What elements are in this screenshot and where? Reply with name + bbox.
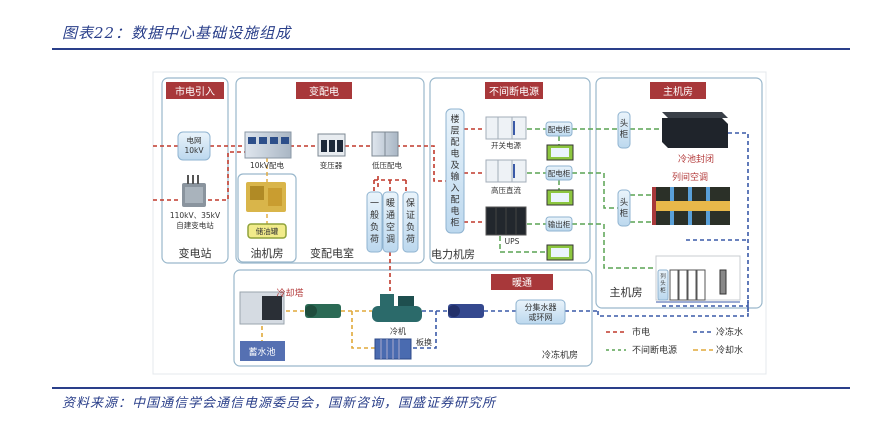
section-hvac (233, 269, 593, 367)
cooling-water-lines (261, 310, 375, 349)
plate-heat-exchanger-icon (374, 338, 412, 360)
legend-item-chilled-water: 冷冻水 (693, 326, 743, 338)
footer-electrical-room: 电力机房 (431, 247, 475, 261)
svg-text:配电柜: 配电柜 (548, 124, 571, 134)
legend-item-mains: 市电 (606, 326, 650, 338)
svg-text:蓄水池: 蓄水池 (248, 346, 275, 358)
header-hvac: 暖通 (491, 274, 553, 290)
svg-text:储油罐: 储油罐 (256, 226, 279, 236)
legend: 市电 冷冻水 不间断电源 冷却水 (606, 326, 743, 356)
chiller-icon (372, 294, 422, 322)
section-ups (429, 77, 591, 264)
battery-icon (546, 189, 574, 206)
ups-icon (485, 206, 527, 236)
switch-power-label: 开关电源 (491, 140, 521, 150)
grid-node: 电网 10kV (177, 131, 211, 161)
chiller-label: 冷机 (390, 326, 406, 336)
svg-text:头柜: 头柜 (620, 197, 629, 219)
svg-text:主机房: 主机房 (663, 85, 693, 98)
footer-substation: 变电站 (179, 246, 212, 260)
dist-cabinet-1-node: 配电柜 (545, 121, 573, 137)
hv-switchgear-icon (244, 131, 292, 159)
switch-power-icon (485, 116, 527, 140)
substation-label-1: 110kV、35kV (170, 211, 221, 220)
footer-generator-room: 油机房 (251, 246, 284, 260)
svg-text:变配电: 变配电 (309, 85, 339, 98)
section-main-room (595, 77, 763, 309)
svg-text:电网: 电网 (187, 135, 202, 145)
figure-source: 资料来源：中国通信学会通信电源委员会，国新咨询，国盛证券研究所 (62, 396, 497, 411)
svg-text:保证负荷: 保证负荷 (406, 197, 415, 245)
svg-text:或环网: 或环网 (529, 312, 553, 322)
svg-text:不间断电源: 不间断电源 (632, 344, 677, 356)
footer-main-room: 主机房 (610, 285, 643, 299)
substation-transformer-icon (182, 175, 206, 207)
legend-item-cooling-water: 冷却水 (693, 344, 743, 356)
figure-title: 图表22：数据中心基础设施组成 (62, 24, 292, 42)
mains-lines (153, 128, 484, 305)
dist-cabinet-2-node: 配电柜 (545, 165, 573, 181)
hvdc-icon (485, 159, 527, 183)
svg-text:10kV: 10kV (184, 146, 204, 155)
inrow-rack-array-icon (652, 187, 730, 225)
load-general-node: 一般负荷 (366, 191, 383, 253)
server-rack-cold-aisle-icon (662, 112, 728, 148)
load-critical-node: 保证负荷 (402, 191, 419, 253)
svg-text:列头柜: 列头柜 (660, 272, 666, 294)
head-cabinet-1-node: 头柜 (617, 111, 631, 149)
legend-item-ups: 不间断电源 (606, 344, 677, 356)
substation-label-2: 自建变电站 (176, 220, 214, 230)
floor-dist-node: 楼层配电及输入配电柜 (445, 108, 465, 234)
rack-row-icon: 列头柜 (655, 255, 741, 303)
svg-text:楼层配电及输入配电柜: 楼层配电及输入配电柜 (450, 113, 459, 229)
svg-text:暖通空调: 暖通空调 (386, 197, 395, 245)
battery-icon (546, 144, 574, 161)
chilled-water-lines (411, 132, 749, 349)
water-pool-node: 蓄水池 (240, 341, 285, 361)
svg-text:冷冻水: 冷冻水 (716, 326, 743, 338)
header-main-room: 主机房 (650, 82, 706, 99)
plate-hx-label: 板换 (416, 337, 432, 347)
head-cabinet-2-node: 头柜 (617, 189, 631, 227)
fuel-tank-node: 储油罐 (247, 223, 287, 239)
source-rule (52, 387, 850, 389)
lv-dist-label: 低压配电 (372, 160, 402, 170)
section-power-distribution (235, 77, 425, 264)
footer-chiller-room: 冷冻机房 (542, 349, 578, 361)
svg-text:配电柜: 配电柜 (548, 168, 571, 178)
inrow-ac-label: 列间空调 (672, 171, 708, 183)
header-mains-entry: 市电引入 (166, 82, 224, 99)
header-power-distribution: 变配电 (296, 82, 352, 99)
chilled-pump-icon (448, 304, 484, 318)
hvdc-label: 高压直流 (491, 185, 521, 195)
transformer-label: 变压器 (320, 160, 343, 170)
svg-text:冷却水: 冷却水 (716, 344, 743, 356)
footer-power-room: 变配电室 (310, 246, 354, 260)
generator-icon (246, 182, 286, 212)
svg-text:输出柜: 输出柜 (548, 219, 571, 229)
cooling-tower-label: 冷却塔 (276, 287, 303, 299)
ups-label: UPS (505, 237, 520, 246)
cooling-tower-icon (239, 291, 285, 325)
hv-dist-label: 10kV配电 (250, 160, 285, 170)
output-cabinet-node: 输出柜 (545, 216, 573, 232)
svg-text:不间断电源: 不间断电源 (489, 85, 539, 98)
load-hvac-node: 暖通空调 (382, 191, 399, 253)
header-ups: 不间断电源 (485, 82, 543, 99)
svg-text:市电: 市电 (632, 326, 650, 338)
cold-aisle-label: 冷池封闭 (678, 153, 714, 165)
ups-lines (499, 128, 662, 269)
svg-text:市电引入: 市电引入 (175, 85, 215, 98)
manifold-node: 分集水器 或环网 (515, 299, 566, 325)
svg-text:暖通: 暖通 (512, 276, 532, 289)
lv-switchgear-icon (371, 131, 399, 157)
title-rule (52, 48, 850, 50)
svg-text:一般负荷: 一般负荷 (370, 199, 379, 245)
cooling-pump-icon (305, 304, 341, 318)
battery-icon (546, 244, 574, 261)
transformer-icon (317, 133, 346, 157)
svg-text:分集水器: 分集水器 (525, 302, 557, 312)
svg-text:头柜: 头柜 (620, 118, 629, 140)
